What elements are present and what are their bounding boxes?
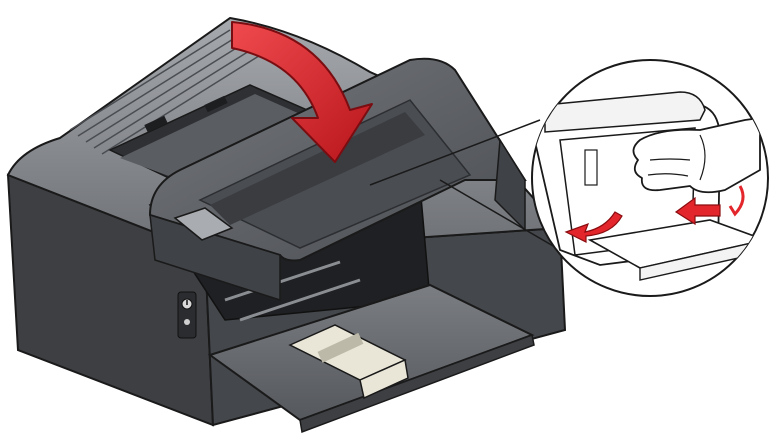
hand-icon (632, 117, 761, 194)
tray-front-lip (299, 333, 535, 434)
top-vents (69, 29, 263, 155)
cover-inner-shadow (210, 112, 425, 225)
callout-lines (369, 119, 561, 251)
curved-arrow-icon (231, 21, 373, 163)
detail-inset (531, 59, 769, 297)
guide-tab[interactable] (359, 358, 409, 400)
guide-slot (317, 332, 364, 363)
small-red-arrow-icon (564, 211, 623, 243)
exit-clip-right (204, 95, 228, 113)
output-tray-face (120, 94, 318, 183)
paper-tray (207, 260, 535, 434)
inset-slot (584, 149, 598, 186)
tray-rail-left (224, 260, 341, 302)
cover-left-arm (149, 213, 281, 302)
power-button-icon[interactable] (181, 298, 193, 310)
small-red-arrow-icon-right (674, 185, 745, 226)
cover-latch[interactable] (173, 207, 234, 241)
exit-clip-left (144, 115, 168, 133)
tray-rail-right (239, 278, 361, 322)
status-light-icon (184, 319, 190, 325)
